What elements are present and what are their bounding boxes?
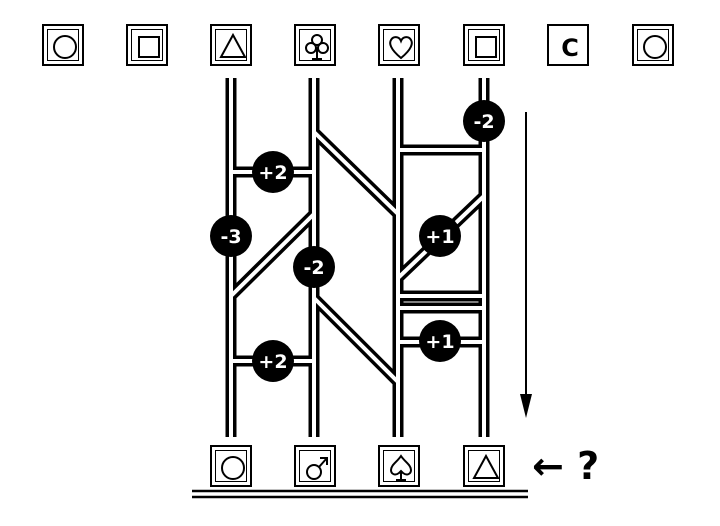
- badge-label: -3: [220, 226, 241, 248]
- male-icon: [306, 457, 328, 480]
- top-symbol-box: [378, 24, 420, 66]
- badge-circle: [419, 320, 461, 362]
- badge: +1: [419, 215, 461, 257]
- bottom-symbol-box: [463, 445, 505, 487]
- badge-circle: [293, 246, 335, 288]
- top-symbol-box: [463, 24, 505, 66]
- direction-arrow-head: [520, 394, 532, 418]
- top-symbol-box: [294, 24, 336, 66]
- badge-label: -2: [473, 111, 494, 133]
- badge: +2: [252, 340, 294, 382]
- rung-1-inner: [229, 212, 316, 298]
- circle-icon: [643, 35, 667, 59]
- badge-circle: [252, 151, 294, 193]
- top-symbol-box: [126, 24, 168, 66]
- triangle-icon: [472, 453, 500, 479]
- bottom-symbol-box: [378, 445, 420, 487]
- badge: -3: [210, 215, 252, 257]
- rung-3-inner: [312, 130, 400, 216]
- badge-circle: [210, 215, 252, 257]
- badge: -2: [293, 246, 335, 288]
- top-symbol-box: C: [547, 24, 589, 66]
- badge-label: +2: [258, 351, 287, 373]
- badge-circle: [463, 100, 505, 142]
- badge-label: -2: [303, 257, 324, 279]
- symbol-letter: C: [561, 34, 579, 62]
- spade-icon: [389, 454, 413, 481]
- bottom-symbol-box: [210, 445, 252, 487]
- circle-icon: [53, 35, 77, 59]
- rung-4-inner: [312, 296, 400, 384]
- badge-label: +2: [258, 162, 287, 184]
- badge: +2: [252, 151, 294, 193]
- badge-circle: [419, 215, 461, 257]
- badge: +1: [419, 320, 461, 362]
- bottom-symbol-box: [294, 445, 336, 487]
- letter-c-icon: C: [561, 34, 579, 62]
- question-mark: ← ?: [532, 444, 600, 488]
- top-symbol-box: [632, 24, 674, 66]
- track-layer: [225, 78, 490, 437]
- badge-label: +1: [425, 226, 454, 248]
- club-icon: [305, 34, 329, 60]
- square-icon: [475, 36, 497, 58]
- heart-icon: [389, 36, 413, 60]
- badge-label: +1: [425, 331, 454, 353]
- triangle-icon: [219, 32, 247, 58]
- square-icon: [138, 36, 160, 58]
- badge: -2: [463, 100, 505, 142]
- top-symbol-box: [210, 24, 252, 66]
- top-symbol-box: [42, 24, 84, 66]
- circle-icon: [221, 456, 245, 480]
- badge-circle: [252, 340, 294, 382]
